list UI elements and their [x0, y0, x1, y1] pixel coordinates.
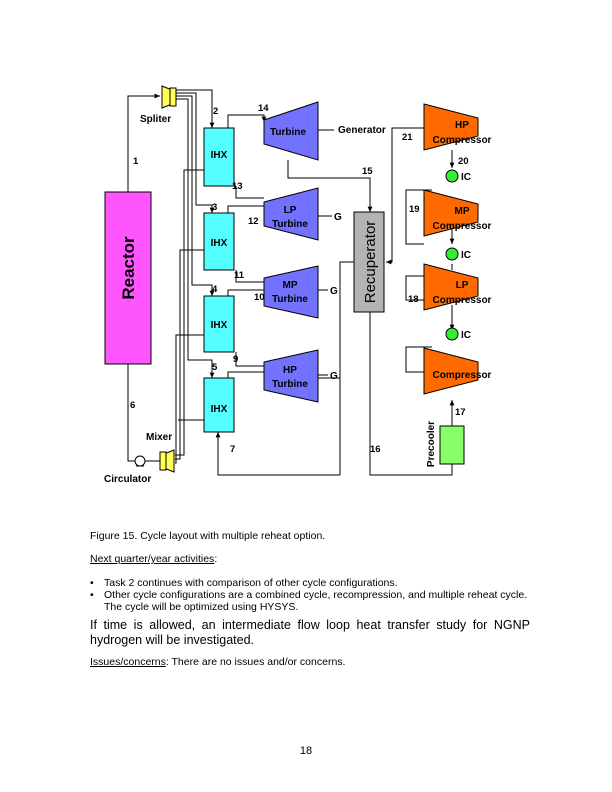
stream-number: 5 — [212, 362, 218, 373]
mixer-valve — [159, 449, 175, 473]
ihx-label: IHX — [211, 150, 228, 161]
stream-number: 1 — [133, 156, 139, 167]
compressor-label-line1: HP — [455, 120, 469, 131]
mixer-label: Mixer — [146, 432, 172, 443]
turbine-lp: LP Turbine — [263, 187, 319, 241]
next-activities-colon: : — [214, 553, 218, 565]
ihx-label: IHX — [211, 320, 228, 331]
compressor-label-line1: MP — [455, 206, 470, 217]
next-activities-heading: Next quarter/year activities: — [90, 553, 217, 565]
list-item: Other cycle configurations are a combine… — [90, 589, 530, 613]
compressor-base: Compressor — [423, 347, 492, 395]
stream-number: 2 — [213, 106, 218, 117]
stream-number: 15 — [362, 166, 373, 177]
g-label: G — [334, 212, 342, 223]
precooler: Precooler — [426, 421, 465, 467]
figure-caption: Figure 15. Cycle layout with multiple re… — [90, 530, 326, 542]
stream-number: 14 — [258, 103, 269, 114]
ic-label: IC — [461, 250, 471, 261]
stream-number: 7 — [230, 444, 235, 455]
stream-number: 12 — [248, 216, 259, 227]
issues-line: Issues/concerns: There are no issues and… — [90, 656, 345, 668]
ic-label: IC — [461, 330, 471, 341]
precooler-label: Precooler — [426, 421, 437, 467]
turbine-label-line2: Turbine — [272, 379, 308, 390]
g-label: G — [330, 286, 338, 297]
stream-number: 21 — [402, 132, 413, 143]
body-paragraph: If time is allowed, an intermediate flow… — [90, 618, 530, 647]
turbine-label-line2: Turbine — [272, 294, 308, 305]
g-label: G — [330, 371, 338, 382]
turbine-label: Turbine — [270, 127, 306, 138]
turbine-label-line1: HP — [283, 365, 297, 376]
stream-number: 11 — [234, 270, 245, 281]
reactor: Reactor — [104, 191, 152, 365]
turbine-hp: HP Turbine — [263, 349, 319, 403]
ihx-2: IHX — [203, 212, 235, 271]
stream-number: 17 — [455, 407, 466, 418]
turbine-label-line1: LP — [284, 205, 297, 216]
turbine-label-line1: MP — [283, 280, 298, 291]
stream-number: 13 — [232, 181, 243, 192]
ihx-1: IHX — [203, 127, 235, 187]
circulator-icon — [134, 455, 146, 467]
piping — [127, 89, 455, 476]
turbine-mp: MP Turbine — [263, 265, 319, 319]
ihx-3: IHX — [203, 295, 235, 353]
ihx-label: IHX — [211, 238, 228, 249]
recuperator-label: Recuperator — [362, 221, 379, 304]
circulator-label: Circulator — [104, 474, 151, 485]
stream-number: 4 — [212, 284, 218, 295]
stream-number: 18 — [408, 294, 419, 305]
reactor-label: Reactor — [119, 236, 138, 300]
ihx-label: IHX — [211, 404, 228, 415]
compressor-lp: LP Compressor — [423, 263, 492, 311]
ihx-4: IHX — [203, 377, 235, 433]
ic-label: IC — [461, 172, 471, 183]
intercooler-2: IC — [445, 247, 471, 261]
stream-number: 6 — [130, 400, 135, 411]
stream-number: 10 — [254, 292, 265, 303]
compressor-label-line2: Compressor — [433, 221, 492, 232]
compressor-mp: MP Compressor — [423, 189, 492, 237]
stream-number: 3 — [212, 202, 217, 213]
page-number: 18 — [299, 745, 313, 757]
next-activities-title: Next quarter/year activities — [90, 553, 215, 565]
spliter-valve — [161, 85, 177, 109]
stream-number: 19 — [409, 204, 420, 215]
activities-list: Task 2 continues with comparison of othe… — [90, 577, 530, 613]
spliter-label: Spliter — [140, 114, 171, 125]
list-item: Task 2 continues with comparison of othe… — [90, 577, 530, 589]
compressor-hp: HP Compressor — [423, 103, 492, 151]
compressor-label-line2: Compressor — [433, 135, 492, 146]
stream-numbers: 1 2 3 4 5 6 7 9 10 11 12 13 14 15 16 17 … — [130, 103, 469, 455]
intercooler-3: IC — [445, 327, 471, 341]
turbine-label-line2: Turbine — [272, 219, 308, 230]
compressor-label-line2: Compressor — [433, 295, 492, 306]
generator-label: Generator — [338, 125, 386, 136]
compressor-label-line1: LP — [456, 280, 469, 291]
issues-title: Issues/concerns — [90, 656, 166, 668]
stream-number: 20 — [458, 156, 469, 167]
intercooler-1: IC — [445, 169, 471, 183]
stream-number: 9 — [233, 354, 238, 365]
turbine-main: Turbine — [263, 101, 319, 161]
compressor-label: Compressor — [433, 370, 492, 381]
cycle-layout-diagram: Reactor Spliter Mixer Circulator IHX IHX… — [104, 85, 492, 485]
stream-number: 16 — [370, 444, 381, 455]
issues-text: : There are no issues and/or concerns. — [165, 656, 346, 668]
recuperator: Recuperator — [353, 211, 385, 313]
